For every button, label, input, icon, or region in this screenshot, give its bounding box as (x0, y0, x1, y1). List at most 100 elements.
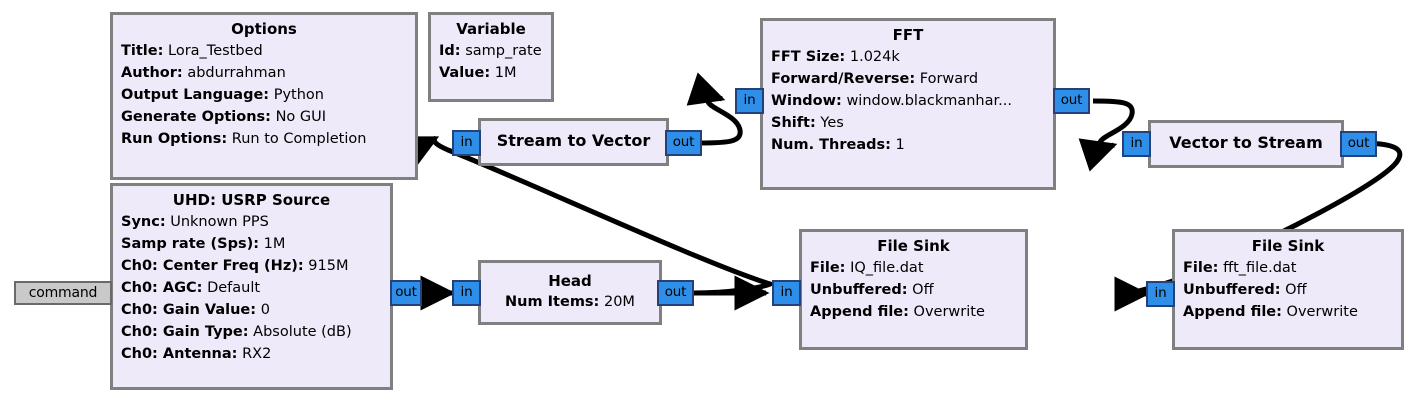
block-title-head: Head (548, 271, 592, 290)
param-value: Off (912, 282, 934, 298)
param-value: fft_file.dat (1223, 260, 1297, 276)
param-key: Id: (439, 43, 461, 59)
block-title-file-sink-iq: File Sink (877, 237, 950, 255)
port-fft-out[interactable]: out (1053, 88, 1090, 114)
param-key: Sync: (121, 214, 166, 230)
param-value: window.blackmanhar... (846, 93, 1012, 109)
param-value: No GUI (275, 109, 327, 125)
param-value: Python (273, 87, 324, 103)
block-uhd-usrp-source[interactable]: UHD: USRP Source Sync: Unknown PPS Samp … (110, 183, 393, 390)
port-usrp-out[interactable]: out (390, 280, 422, 306)
block-title-stream-to-vector: Stream to Vector (496, 131, 651, 150)
param-value: Overwrite (1286, 304, 1358, 320)
param-key: Run Options: (121, 131, 228, 147)
block-title-uhd-usrp-source: UHD: USRP Source (172, 191, 331, 209)
param-key: Append file: (810, 304, 909, 320)
block-options[interactable]: Options Title: Lora_Testbed Author: abdu… (110, 12, 418, 180)
param-gain-value: Ch0: Gain Value: 0 (121, 299, 382, 321)
param-value: Default (207, 280, 261, 296)
block-fft[interactable]: FFT FFT Size: 1.024k Forward/Reverse: Fo… (760, 18, 1056, 190)
port-stream-to-vector-in[interactable]: in (452, 130, 481, 156)
port-fft-in[interactable]: in (735, 88, 764, 114)
param-key: FFT Size: (771, 49, 846, 65)
param-file: File: fft_file.dat (1183, 257, 1393, 279)
param-value: 1 (895, 137, 905, 153)
port-file-sink-iq-in[interactable]: in (772, 280, 801, 306)
param-key: Value: (439, 65, 491, 81)
param-key: Ch0: Gain Type: (121, 324, 249, 340)
param-key: Generate Options: (121, 109, 271, 125)
port-stream-to-vector-out[interactable]: out (665, 130, 702, 156)
param-agc: Ch0: AGC: Default (121, 277, 382, 299)
param-value: Run to Completion (231, 131, 367, 147)
param-key: Samp rate (Sps): (121, 236, 260, 252)
param-key: Ch0: Antenna: (121, 346, 238, 362)
param-value: Off (1285, 282, 1307, 298)
param-value: samp_rate (465, 43, 542, 59)
param-append-file: Append file: Overwrite (1183, 301, 1393, 323)
port-vector-to-stream-out[interactable]: out (1340, 131, 1377, 157)
param-key: Output Language: (121, 87, 270, 103)
param-key: Unbuffered: (810, 282, 908, 298)
param-title: Title: Lora_Testbed (121, 40, 407, 62)
param-key: File: (1183, 260, 1219, 276)
param-value: abdurrahman (187, 65, 286, 81)
block-file-sink-iq[interactable]: File Sink File: IQ_file.dat Unbuffered: … (799, 229, 1028, 350)
block-title-variable: Variable (456, 20, 526, 38)
param-value: 20M (603, 293, 635, 310)
param-value-row: Value: 1M (439, 62, 543, 84)
block-vector-to-stream[interactable]: Vector to Stream (1148, 120, 1344, 168)
port-head-out[interactable]: out (657, 280, 694, 306)
param-forward-reverse: Forward/Reverse: Forward (771, 68, 1045, 90)
param-value: 1.024k (849, 49, 900, 65)
block-head[interactable]: Head Num Items: 20M (478, 260, 662, 325)
param-gain-type: Ch0: Gain Type: Absolute (dB) (121, 321, 382, 343)
param-key: Author: (121, 65, 183, 81)
param-antenna: Ch0: Antenna: RX2 (121, 343, 382, 365)
param-key: Unbuffered: (1183, 282, 1281, 298)
param-key: Num. Threads: (771, 137, 891, 153)
block-title-file-sink-fft: File Sink (1251, 237, 1325, 255)
port-file-sink-fft-in[interactable]: in (1146, 281, 1175, 307)
param-key: Ch0: Center Freq (Hz): (121, 258, 304, 274)
block-stream-to-vector[interactable]: Stream to Vector (478, 118, 669, 166)
param-center-freq: Ch0: Center Freq (Hz): 915M (121, 255, 382, 277)
param-file: File: IQ_file.dat (810, 257, 1017, 279)
param-value: 915M (308, 258, 349, 274)
param-value: Overwrite (913, 304, 985, 320)
param-key: Ch0: AGC: (121, 280, 203, 296)
param-key: File: (810, 260, 846, 276)
param-value: RX2 (242, 346, 272, 362)
port-usrp-command-message[interactable]: command (14, 281, 112, 305)
block-file-sink-fft[interactable]: File Sink File: fft_file.dat Unbuffered:… (1172, 229, 1404, 350)
port-vector-to-stream-in[interactable]: in (1122, 131, 1151, 157)
block-title-fft: FFT (892, 26, 924, 44)
block-title-options: Options (231, 20, 297, 38)
param-key: Num Items: (505, 293, 600, 310)
param-value: 1M (494, 65, 517, 81)
param-key: Window: (771, 93, 842, 109)
param-value: Forward (919, 71, 979, 87)
param-key: Title: (121, 43, 164, 59)
param-value: 1M (263, 236, 286, 252)
param-sync: Sync: Unknown PPS (121, 211, 382, 233)
param-key: Forward/Reverse: (771, 71, 916, 87)
param-generate-options: Generate Options: No GUI (121, 106, 407, 128)
block-variable[interactable]: Variable Id: samp_rate Value: 1M (428, 12, 554, 102)
param-value: Lora_Testbed (168, 43, 263, 59)
param-value: Unknown PPS (170, 214, 269, 230)
param-output-language: Output Language: Python (121, 84, 407, 106)
param-fft-size: FFT Size: 1.024k (771, 46, 1045, 68)
port-head-in[interactable]: in (452, 280, 481, 306)
param-author: Author: abdurrahman (121, 62, 407, 84)
param-window: Window: window.blackmanhar... (771, 90, 1045, 112)
param-unbuffered: Unbuffered: Off (1183, 279, 1393, 301)
param-key: Ch0: Gain Value: (121, 302, 257, 318)
param-value: Absolute (dB) (253, 324, 352, 340)
param-num-items: Num Items: 20M (489, 291, 651, 313)
param-unbuffered: Unbuffered: Off (810, 279, 1017, 301)
param-id: Id: samp_rate (439, 40, 543, 62)
param-value: IQ_file.dat (850, 260, 924, 276)
param-value: 0 (260, 302, 270, 318)
